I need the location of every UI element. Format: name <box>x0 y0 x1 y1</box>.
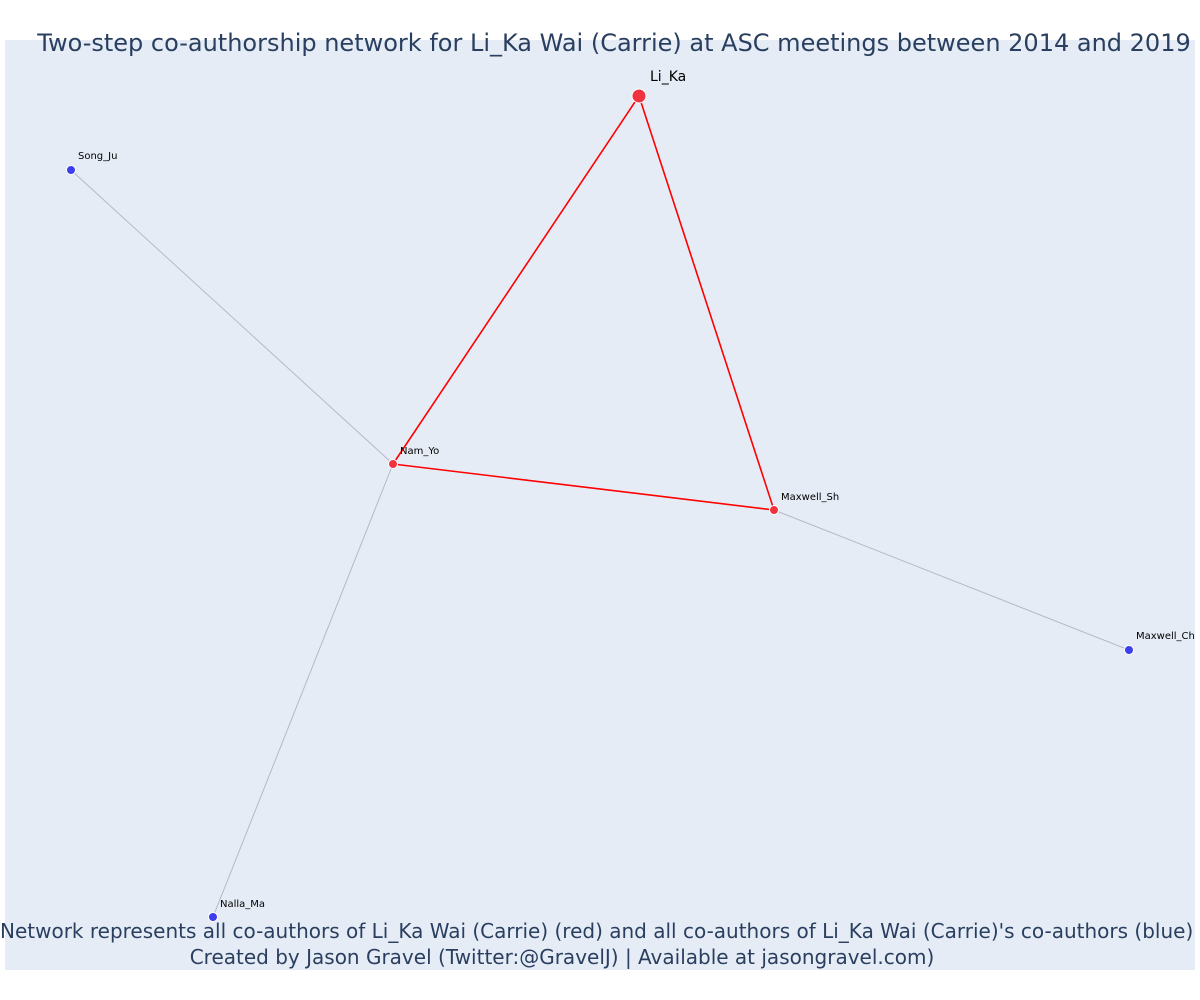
node-label-Song_Ju: Song_Ju <box>78 151 117 162</box>
node-Nalla_Ma[interactable] <box>208 912 218 922</box>
footer-line-legend: Network represents all co-authors of Li_… <box>0 919 1194 943</box>
nodes-layer <box>66 88 1134 922</box>
node-Song_Ju[interactable] <box>66 165 76 175</box>
node-label-Maxwell_Ch: Maxwell_Ch <box>1136 631 1195 642</box>
plot-area <box>5 40 1195 970</box>
footer-line-credit: Created by Jason Gravel (Twitter:@Gravel… <box>189 945 935 969</box>
node-Maxwell_Sh[interactable] <box>769 505 779 515</box>
node-label-Nalla_Ma: Nalla_Ma <box>220 899 265 910</box>
edge-Li_Ka-Maxwell_Sh <box>638 95 775 511</box>
node-label-Nam_Yo: Nam_Yo <box>400 446 439 457</box>
node-label-Maxwell_Sh: Maxwell_Sh <box>781 492 839 503</box>
edge-Nam_Yo-Song_Ju <box>70 169 394 465</box>
chart-title: Two-step co-authorship network for Li_Ka… <box>37 29 1191 57</box>
edge-Li_Ka-Nam_Yo <box>392 95 640 465</box>
edge-Maxwell_Sh-Maxwell_Ch <box>773 509 1130 651</box>
edges-layer <box>70 95 1130 918</box>
edge-Nam_Yo-Nalla_Ma <box>212 463 394 918</box>
chart-footer: Network represents all co-authors of Li_… <box>0 918 1194 970</box>
node-Maxwell_Ch[interactable] <box>1124 645 1134 655</box>
node-Li_Ka[interactable] <box>631 88 647 104</box>
edge-Nam_Yo-Maxwell_Sh <box>392 463 775 511</box>
node-Nam_Yo[interactable] <box>388 459 398 469</box>
node-label-Li_Ka: Li_Ka <box>650 69 686 85</box>
